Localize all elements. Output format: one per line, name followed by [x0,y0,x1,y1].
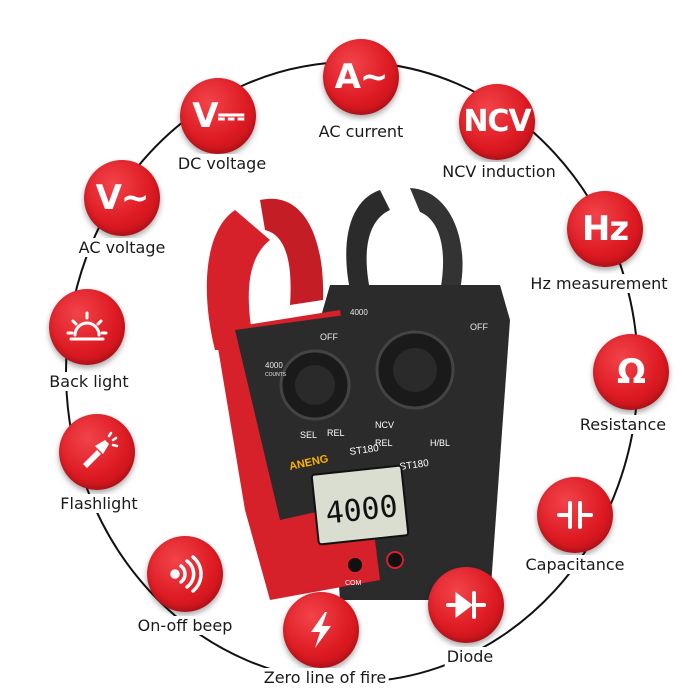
ac-current-icon: A~ [323,39,399,115]
black-counts-label: 4000 [350,308,368,317]
lcd-reading: 4000 [324,489,400,531]
red-counts-label: 4000 [265,361,283,370]
clamp-meter-illustration: OFF 4000 NCV REL H/BL ST180 OFF 4000 COU… [206,188,510,600]
ncv-symbol: NCV [463,104,531,139]
sun-icon [49,289,125,365]
hz-label: Hz measurement [528,274,670,293]
black-ncv-button-label: NCV [375,420,394,430]
ohm-icon: Ω [593,334,669,410]
black-hbl-button-label: H/BL [430,438,450,448]
red-counts-sub-label: COUNTS [265,372,287,378]
ac-current-symbol: A~ [334,57,389,97]
lightning-icon [283,592,359,668]
hz-symbol: Hz [581,209,629,249]
zero-line-label: Zero line of fire [261,668,389,687]
black-model-label: ST180 [399,458,430,473]
ac-current-label: AC current [316,122,406,141]
flashlight-icon [59,414,135,490]
black-off-label: OFF [470,322,488,332]
ac-voltage-label: AC voltage [76,238,168,257]
dc-voltage-label: DC voltage [175,154,269,173]
dc-voltage-symbol: V⎓ [192,96,244,136]
ac-voltage-symbol: V~ [95,178,150,218]
dc-voltage-icon: V⎓ [180,78,256,154]
red-sel-button-label: SEL [300,430,317,440]
capacitance-label: Capacitance [523,555,627,574]
back-light-label: Back light [47,372,131,391]
diode-label: Diode [444,647,496,666]
diode-icon [428,567,504,643]
ncv-icon: NCV [459,84,535,160]
beep-label: On-off beep [135,616,235,635]
ncv-label: NCV induction [440,162,558,181]
ohm-symbol: Ω [617,352,646,392]
red-rel-button-label: REL [327,428,345,438]
capacitor-icon [537,477,613,553]
flashlight-label: Flashlight [58,494,140,513]
red-off-label: OFF [320,332,338,342]
ac-voltage-icon: V~ [84,160,160,236]
black-rel-button-label: REL [375,438,393,448]
hz-icon: Hz [567,191,643,267]
resistance-label: Resistance [577,415,669,434]
sound-wave-icon [147,536,223,612]
com-jack-label: COM [345,580,362,587]
red-clamp-meter: OFF 4000 COUNTS SEL REL ANENG ST180 4000… [206,198,410,600]
red-model-label: ST180 [349,443,380,458]
